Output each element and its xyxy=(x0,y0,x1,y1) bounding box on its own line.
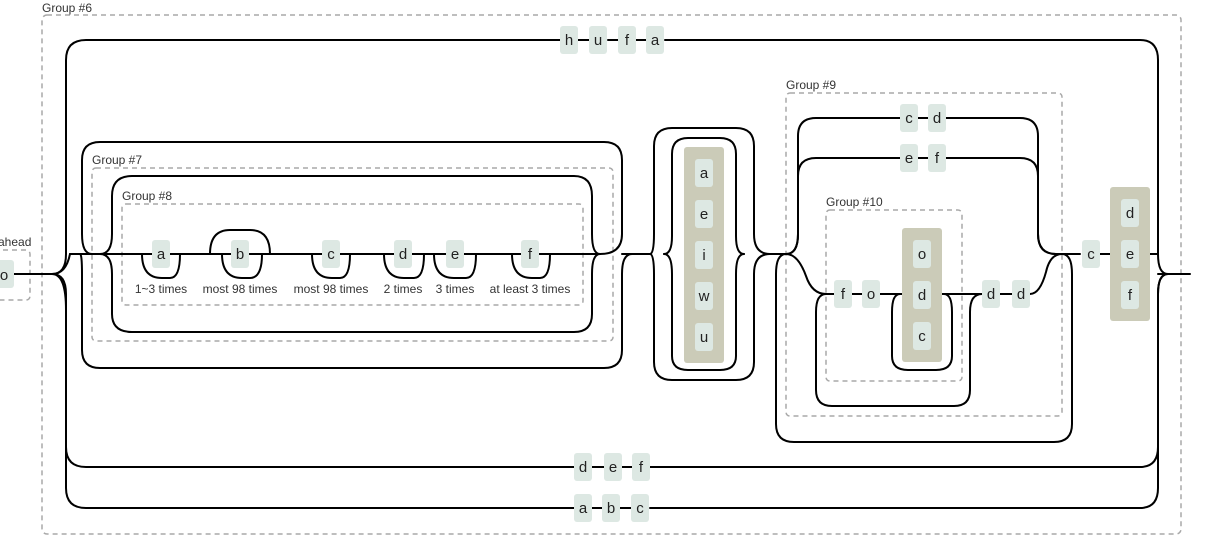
bottom-branch-1-literal-0: d xyxy=(574,453,592,481)
bottom-branch-2-literal-2-char: c xyxy=(636,500,644,517)
group-10-label: Group #10 xyxy=(826,195,883,209)
g10-prefix-literal-1-char: o xyxy=(867,286,875,303)
charset-1-item-3: w xyxy=(695,282,713,310)
g8-literal-c-char: c xyxy=(327,246,335,263)
charset-2-item-2-char: c xyxy=(918,328,926,345)
charset-1-item-0-char: a xyxy=(700,165,709,182)
charset-2-item-0: o xyxy=(913,240,931,268)
top-branch-literal-2: f xyxy=(618,26,636,54)
literal-layer: h u f a a b c d e f a e i w u c d e f f o o d c d d c d e f d e f a b c xyxy=(152,26,1150,522)
bottom-branch-1-literal-2: f xyxy=(632,453,650,481)
quant-label-f: at least 3 times xyxy=(490,282,571,296)
charset-2-item-1-char: d xyxy=(918,287,926,304)
charset-1-item-1-char: e xyxy=(700,206,708,223)
group-9-label: Group #9 xyxy=(786,78,836,92)
charset-1-item-0: a xyxy=(695,159,713,187)
g9-suffix-literal-1-char: d xyxy=(1017,286,1025,303)
start-literal: o xyxy=(0,260,14,288)
top-branch-literal-3-char: a xyxy=(651,32,660,49)
bottom-branch-2-literal-1: b xyxy=(602,494,620,522)
g8-literal-a-char: a xyxy=(157,246,166,263)
g8-literal-d-char: d xyxy=(399,246,407,263)
g8-literal-b: b xyxy=(231,240,249,268)
g9-branch-1-literal-1: d xyxy=(928,104,946,132)
top-branch-literal-3: a xyxy=(646,26,664,54)
g10-prefix-literal-1: o xyxy=(862,280,880,308)
charset-2-item-0-char: o xyxy=(918,246,926,263)
g9-suffix-literal-1: d xyxy=(1012,280,1030,308)
g8-literal-e: e xyxy=(446,240,464,268)
quantifier-labels: 1~3 times most 98 times most 98 times 2 … xyxy=(135,282,571,296)
bottom-branch-2-literal-0-char: a xyxy=(579,500,588,517)
charset-1-item-4: u xyxy=(695,323,713,351)
g9-branch-2-literal-1-char: f xyxy=(935,150,940,167)
charset-3-item-0: d xyxy=(1121,199,1139,227)
g9-branch-1-literal-1-char: d xyxy=(933,110,941,127)
charset-1-item-2-char: i xyxy=(702,247,705,264)
lookahead-label: ahead xyxy=(0,235,31,249)
g10-prefix-literal-0: f xyxy=(834,280,852,308)
g8-literal-f: f xyxy=(521,240,539,268)
group-7-label: Group #7 xyxy=(92,153,142,167)
g8-literal-c: c xyxy=(322,240,340,268)
charset-2-item-2: c xyxy=(913,322,931,350)
lookahead-box xyxy=(0,249,31,301)
charset-3-item-1-char: e xyxy=(1126,246,1134,263)
top-branch-literal-0-char: h xyxy=(565,32,573,49)
group-6-label: Group #6 xyxy=(42,1,92,15)
top-branch-literal-2-char: f xyxy=(625,32,630,49)
group-labels: ahead Group #6 Group #7 Group #8 Group #… xyxy=(0,1,883,249)
g9-suffix-literal-0: d xyxy=(982,280,1000,308)
charset-3-item-2: f xyxy=(1121,281,1139,309)
bottom-branch-1-literal-1: e xyxy=(604,453,622,481)
g9-branch-1-literal-0-char: c xyxy=(905,110,913,127)
bottom-branch-1-literal-1-char: e xyxy=(609,459,617,476)
quant-label-b: most 98 times xyxy=(203,282,278,296)
quant-label-c: most 98 times xyxy=(294,282,369,296)
charset-1-item-4-char: u xyxy=(700,329,708,346)
bottom-branch-1-literal-2-char: f xyxy=(639,459,644,476)
quant-label-a: 1~3 times xyxy=(135,282,187,296)
g8-literal-b-char: b xyxy=(236,246,244,263)
bottom-branch-1-literal-0-char: d xyxy=(579,459,587,476)
g8-literal-f-char: f xyxy=(528,246,533,263)
quant-label-d: 2 times xyxy=(384,282,423,296)
after-g9-literal: c xyxy=(1082,240,1100,268)
railroad-lines xyxy=(13,39,1191,509)
g8-literal-d: d xyxy=(394,240,412,268)
g9-branch-2-literal-1: f xyxy=(928,144,946,172)
charset-2-item-1: d xyxy=(913,281,931,309)
charset-3-item-1: e xyxy=(1121,240,1139,268)
g9-branch-2-literal-0: e xyxy=(900,144,918,172)
bottom-branch-2-literal-0: a xyxy=(574,494,592,522)
group-8-label: Group #8 xyxy=(122,189,172,203)
g8-literal-a: a xyxy=(152,240,170,268)
charset-1-item-1: e xyxy=(695,200,713,228)
g9-branch-1-literal-0: c xyxy=(900,104,918,132)
g9-branch-2-literal-0-char: e xyxy=(905,150,913,167)
charset-3-item-2-char: f xyxy=(1128,287,1133,304)
quant-label-e: 3 times xyxy=(436,282,475,296)
start-literal-char: o xyxy=(0,267,8,284)
charset-3-item-0-char: d xyxy=(1126,205,1134,222)
charset-1-item-2: i xyxy=(695,241,713,269)
top-branch-literal-0: h xyxy=(560,26,578,54)
charset-1-item-3-char: w xyxy=(698,288,710,305)
bottom-branch-2-literal-2: c xyxy=(631,494,649,522)
group-10-box xyxy=(825,209,963,382)
g10-prefix-literal-0-char: f xyxy=(841,286,846,303)
bottom-branch-2-literal-1-char: b xyxy=(607,500,615,517)
top-branch-literal-1: u xyxy=(589,26,607,54)
top-branch-literal-1-char: u xyxy=(594,32,602,49)
g8-literal-e-char: e xyxy=(451,246,459,263)
g9-suffix-literal-0-char: d xyxy=(987,286,995,303)
after-g9-literal-char: c xyxy=(1087,246,1095,263)
